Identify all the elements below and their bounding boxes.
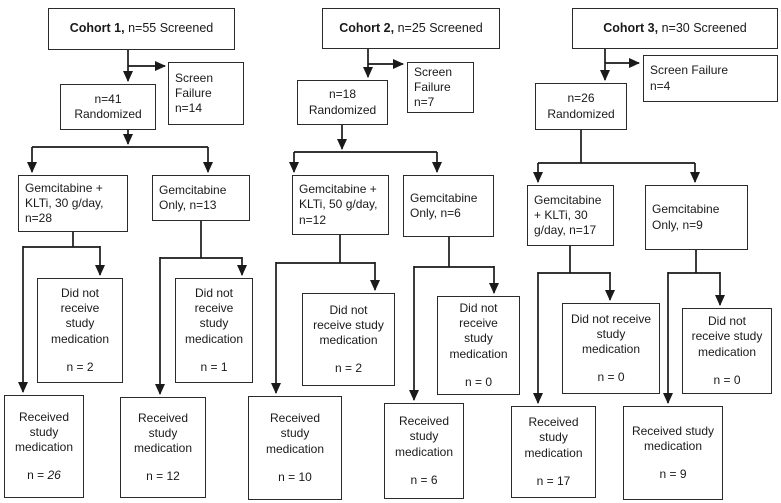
did-not-receive-label: Did not receive study medication (449, 300, 508, 361)
cohort1-screened-label: Cohort 1, n=55 Screened (55, 21, 228, 37)
cohort3-arm2-received-box: Received study medication n = 9 (623, 406, 723, 500)
did-not-receive-label: Did not receive study medication (50, 285, 110, 346)
randomized-label: Randomized (547, 106, 615, 121)
cohort3-arm2-box: Gemcitabine Only, n=9 (645, 185, 748, 250)
received-count: n = 26 (27, 468, 61, 483)
cohort2-arm2-did-not-receive-box: Did not receive study medication n = 0 (437, 296, 520, 395)
did-not-receive-label: Did not receive study medication (313, 302, 384, 347)
randomized-count: n=26 (567, 91, 595, 106)
received-label: Received study medication (14, 409, 74, 454)
received-label: Received study medication (394, 414, 454, 459)
arm-label: Gemcitabine + KLTi, 30 g/day, n=28 (25, 180, 104, 226)
received-label: Received study medication (524, 415, 583, 460)
cohort2-arm1-received-box: Received study medication n = 10 (248, 396, 342, 500)
randomized-count: n=18 (328, 87, 357, 102)
did-not-receive-count: n = 0 (713, 372, 741, 387)
cohort3-arm1-box: Gemcitabine + KLTi, 30 g/day, n=17 (527, 185, 614, 246)
cohort2-screen-failure-box: Screen Failure n=7 (407, 62, 474, 113)
cohort3-arm1-received-box: Received study medication n = 17 (511, 406, 596, 498)
arm-label: Gemcitabine Only, n=6 (410, 190, 478, 220)
arm-label: Gemcitabine + KLTi, 50 g/day, n=12 (299, 182, 378, 227)
cohort1-arm2-received-box: Received study medication n = 12 (120, 397, 206, 498)
cohort3-arm2-did-not-receive-box: Did not receive study medication n = 0 (682, 308, 772, 394)
did-not-receive-label: Did not receive study medication (184, 285, 244, 346)
arm-label: Gemcitabine + KLTi, 30 g/day, n=17 (534, 192, 602, 238)
screen-failure-label: Screen Failure (414, 64, 453, 94)
did-not-receive-label: Did not receive study medication (691, 314, 763, 359)
cohort2-title: Cohort 2, (339, 20, 395, 35)
cohort3-screened-count: n=30 Screened (658, 20, 747, 35)
cohort1-arm2-box: Gemcitabine Only, n=13 (152, 175, 250, 221)
cohort1-arm1-received-box: Received study medication n = 26 (4, 395, 84, 498)
received-label: Received study medication (265, 411, 325, 456)
randomized-label: Randomized (308, 102, 377, 117)
did-not-receive-count: n = 2 (66, 359, 94, 374)
cohort2-arm1-did-not-receive-box: Did not receive study medication n = 2 (302, 293, 395, 386)
cohort2-arm2-received-box: Received study medication n = 6 (384, 403, 464, 499)
cohort2-randomized-box: n=18 Randomized (297, 80, 388, 125)
cohort2-screened-label: Cohort 2, n=25 Screened (329, 21, 493, 37)
cohort1-arm1-did-not-receive-box: Did not receive study medication n = 2 (37, 278, 123, 383)
cohort1-screened-count: n=55 Screened (124, 21, 214, 36)
cohort2-arm2-box: Gemcitabine Only, n=6 (403, 175, 494, 237)
screen-failure-count: n=14 (175, 101, 203, 116)
cohort1-screen-failure-box: Screen Failure n=14 (168, 62, 244, 125)
received-label: Received study medication (133, 410, 193, 455)
cohort1-title: Cohort 1, (69, 21, 125, 36)
randomized-count: n=41 (94, 91, 122, 106)
cohort1-arm1-box: Gemcitabine + KLTi, 30 g/day, n=28 (18, 175, 128, 232)
arm-label: Gemcitabine Only, n=13 (159, 182, 227, 212)
cohort1-screened-box: Cohort 1, n=55 Screened (48, 8, 235, 50)
randomized-label: Randomized (74, 107, 142, 121)
received-label: Received study medication (631, 423, 715, 453)
did-not-receive-count: n = 0 (597, 370, 625, 385)
screen-failure-count: n=4 (650, 78, 671, 93)
cohort3-arm1-did-not-receive-box: Did not receive study medication n = 0 (562, 303, 660, 394)
did-not-receive-count: n = 2 (334, 361, 363, 376)
received-count: n = 6 (410, 472, 438, 487)
did-not-receive-label: Did not receive study medication (570, 311, 652, 356)
received-count: n = 10 (278, 469, 312, 484)
screen-failure-count: n=7 (414, 95, 435, 110)
cohort1-randomized-box: n=41 Randomized (60, 84, 156, 130)
cohort1-arm2-did-not-receive-box: Did not receive study medication n = 1 (175, 278, 253, 383)
screen-failure-label: Screen Failure (650, 63, 729, 78)
cohort2-screened-count: n=25 Screened (394, 20, 483, 35)
arm-label: Gemcitabine Only, n=9 (652, 202, 720, 232)
cohort2-screened-box: Cohort 2, n=25 Screened (322, 8, 500, 49)
cohort3-title: Cohort 3, (603, 20, 659, 35)
cohort2-arm1-box: Gemcitabine + KLTi, 50 g/day, n=12 (292, 175, 389, 235)
did-not-receive-count: n = 0 (464, 374, 493, 389)
cohort3-randomized-box: n=26 Randomized (535, 83, 627, 130)
received-count: n = 12 (146, 469, 180, 484)
received-count: n = 17 (536, 473, 571, 488)
cohort3-screened-box: Cohort 3, n=30 Screened (572, 8, 778, 49)
cohort3-screened-label: Cohort 3, n=30 Screened (579, 21, 771, 37)
cohort3-screen-failure-box: Screen Failure n=4 (643, 55, 778, 102)
received-count: n = 9 (659, 467, 687, 482)
screen-failure-label: Screen Failure (175, 70, 214, 100)
did-not-receive-count: n = 1 (200, 359, 228, 374)
